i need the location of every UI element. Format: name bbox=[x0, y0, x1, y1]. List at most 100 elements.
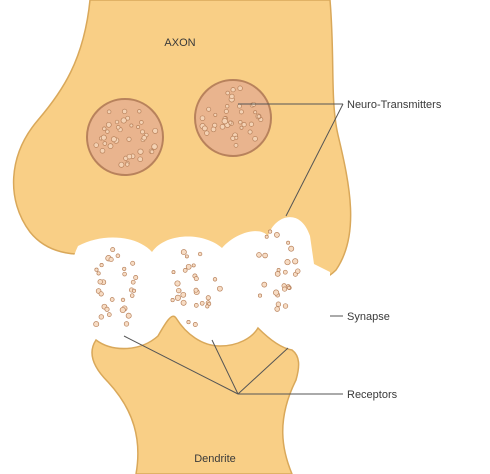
neurotransmitter-molecule bbox=[120, 307, 125, 312]
neurotransmitter-molecule bbox=[240, 126, 243, 129]
neurotransmitter-molecule bbox=[123, 272, 127, 276]
neurotransmitter-molecule bbox=[225, 104, 229, 108]
neurotransmitter-molecule bbox=[131, 280, 135, 284]
neurotransmitter-molecule bbox=[105, 307, 109, 311]
neurotransmitter-molecule bbox=[217, 286, 222, 291]
neurotransmitter-molecule bbox=[181, 250, 186, 255]
neurotransmitter-molecule bbox=[239, 120, 243, 124]
neurotransmitter-molecule bbox=[94, 322, 99, 327]
neurotransmitter-molecule bbox=[231, 136, 235, 140]
neurotransmitter-molecule bbox=[103, 127, 107, 131]
neurotransmitter-molecule bbox=[138, 110, 142, 114]
neurotransmitter-molecule bbox=[234, 143, 238, 147]
neurotransmitter-molecule bbox=[130, 124, 133, 127]
neurotransmitter-molecule bbox=[97, 272, 100, 275]
neurotransmitter-molecule bbox=[235, 136, 238, 139]
neurotransmitter-molecule bbox=[111, 137, 116, 142]
neurotransmitter-molecule bbox=[222, 118, 228, 124]
neurotransmitter-molecule bbox=[138, 149, 143, 154]
neurotransmitter-molecule bbox=[242, 122, 246, 126]
neurotransmitter-molecule bbox=[194, 277, 198, 281]
neurotransmitter-molecule bbox=[116, 125, 120, 129]
label-synapse: Synapse bbox=[347, 311, 390, 323]
neurotransmitter-molecule bbox=[253, 136, 258, 141]
neurotransmitter-molecule bbox=[257, 253, 262, 258]
neurotransmitter-molecule bbox=[123, 267, 126, 270]
neurotransmitter-molecule bbox=[193, 322, 197, 326]
neurotransmitter-molecule bbox=[205, 131, 210, 136]
neurotransmitter-molecule bbox=[175, 295, 180, 300]
neurotransmitter-molecule bbox=[277, 268, 280, 271]
neurotransmitter-molecule bbox=[130, 294, 134, 298]
neurotransmitter-molecule bbox=[226, 91, 230, 95]
neurotransmitter-molecule bbox=[107, 313, 111, 317]
neurotransmitter-molecule bbox=[132, 289, 135, 292]
neurotransmitter-molecule bbox=[124, 322, 129, 327]
neurotransmitter-molecule bbox=[206, 296, 210, 300]
neurotransmitter-molecule bbox=[138, 157, 143, 162]
neurotransmitter-molecule bbox=[98, 280, 103, 285]
neurotransmitter-molecule bbox=[100, 148, 105, 153]
neurotransmitter-molecule bbox=[248, 130, 252, 134]
neurotransmitter-molecule bbox=[171, 298, 174, 301]
neurotransmitter-molecule bbox=[231, 88, 235, 92]
neurotransmitter-molecule bbox=[142, 136, 147, 141]
neurotransmitter-molecule bbox=[187, 320, 190, 323]
neurotransmitter-molecule bbox=[194, 303, 198, 307]
neurotransmitter-molecule bbox=[103, 142, 107, 146]
neurotransmitter-molecule bbox=[95, 268, 98, 271]
neurotransmitter-molecule bbox=[257, 115, 261, 119]
neurotransmitter-molecule bbox=[116, 254, 120, 258]
neurotransmitter-molecule bbox=[131, 261, 135, 265]
neurotransmitter-molecule bbox=[121, 298, 125, 302]
neurotransmitter-molecule bbox=[198, 252, 202, 256]
neurotransmitter-molecule bbox=[140, 130, 144, 134]
neurotransmitter-molecule bbox=[94, 143, 99, 148]
neurotransmitter-molecule bbox=[289, 246, 294, 251]
neurotransmitter-molecule bbox=[293, 259, 298, 264]
neurotransmitter-molecule bbox=[108, 144, 113, 149]
neurotransmitter-molecule bbox=[229, 121, 232, 124]
neurotransmitter-molecule bbox=[121, 118, 126, 123]
neurotransmitter-molecule bbox=[276, 302, 281, 307]
neurotransmitter-molecule bbox=[119, 162, 124, 167]
neurotransmitter-molecule bbox=[238, 86, 243, 91]
neurotransmitter-molecule bbox=[230, 94, 235, 99]
neurotransmitter-molecule bbox=[111, 248, 115, 252]
neurotransmitter-molecule bbox=[273, 290, 278, 295]
neurotransmitter-molecule bbox=[127, 154, 132, 159]
neurotransmitter-molecule bbox=[194, 288, 198, 292]
neurotransmitter-molecule bbox=[172, 271, 175, 274]
neurotransmitter-molecule bbox=[238, 104, 242, 108]
label-neuro-transmitters: Neuro-Transmitters bbox=[347, 99, 442, 111]
neurotransmitter-molecule bbox=[239, 110, 243, 114]
neurotransmitter-molecule bbox=[183, 268, 187, 272]
neurotransmitter-molecule bbox=[275, 307, 280, 312]
neurotransmitter-molecule bbox=[249, 122, 253, 126]
neurotransmitter-molecule bbox=[200, 301, 204, 305]
neurotransmitter-molecule bbox=[100, 263, 103, 266]
neurotransmitter-molecule bbox=[106, 130, 110, 134]
neurotransmitter-molecule bbox=[285, 259, 290, 264]
neurotransmitter-molecule bbox=[175, 281, 180, 286]
neurotransmitter-molecule bbox=[126, 313, 131, 318]
neurotransmitter-molecule bbox=[106, 122, 111, 127]
neurotransmitter-molecule bbox=[152, 144, 158, 150]
neurotransmitter-molecule bbox=[202, 126, 207, 131]
neurotransmitter-molecule bbox=[213, 278, 217, 282]
neurotransmitter-molecule bbox=[274, 232, 279, 237]
neurotransmitter-molecule bbox=[110, 298, 114, 302]
neurotransmitter-molecule bbox=[127, 137, 131, 141]
neurotransmitter-molecule bbox=[181, 300, 186, 305]
neurotransmitter-molecule bbox=[263, 253, 268, 258]
neurotransmitter-molecule bbox=[206, 305, 209, 308]
neurotransmitter-molecule bbox=[224, 109, 228, 113]
label-dendrite: Dendrite bbox=[194, 453, 236, 465]
label-receptors: Receptors bbox=[347, 389, 398, 401]
neurotransmitter-molecule bbox=[207, 107, 211, 111]
neurotransmitter-molecule bbox=[296, 269, 301, 274]
neurotransmitter-molecule bbox=[107, 110, 111, 114]
neurotransmitter-molecule bbox=[181, 292, 186, 297]
